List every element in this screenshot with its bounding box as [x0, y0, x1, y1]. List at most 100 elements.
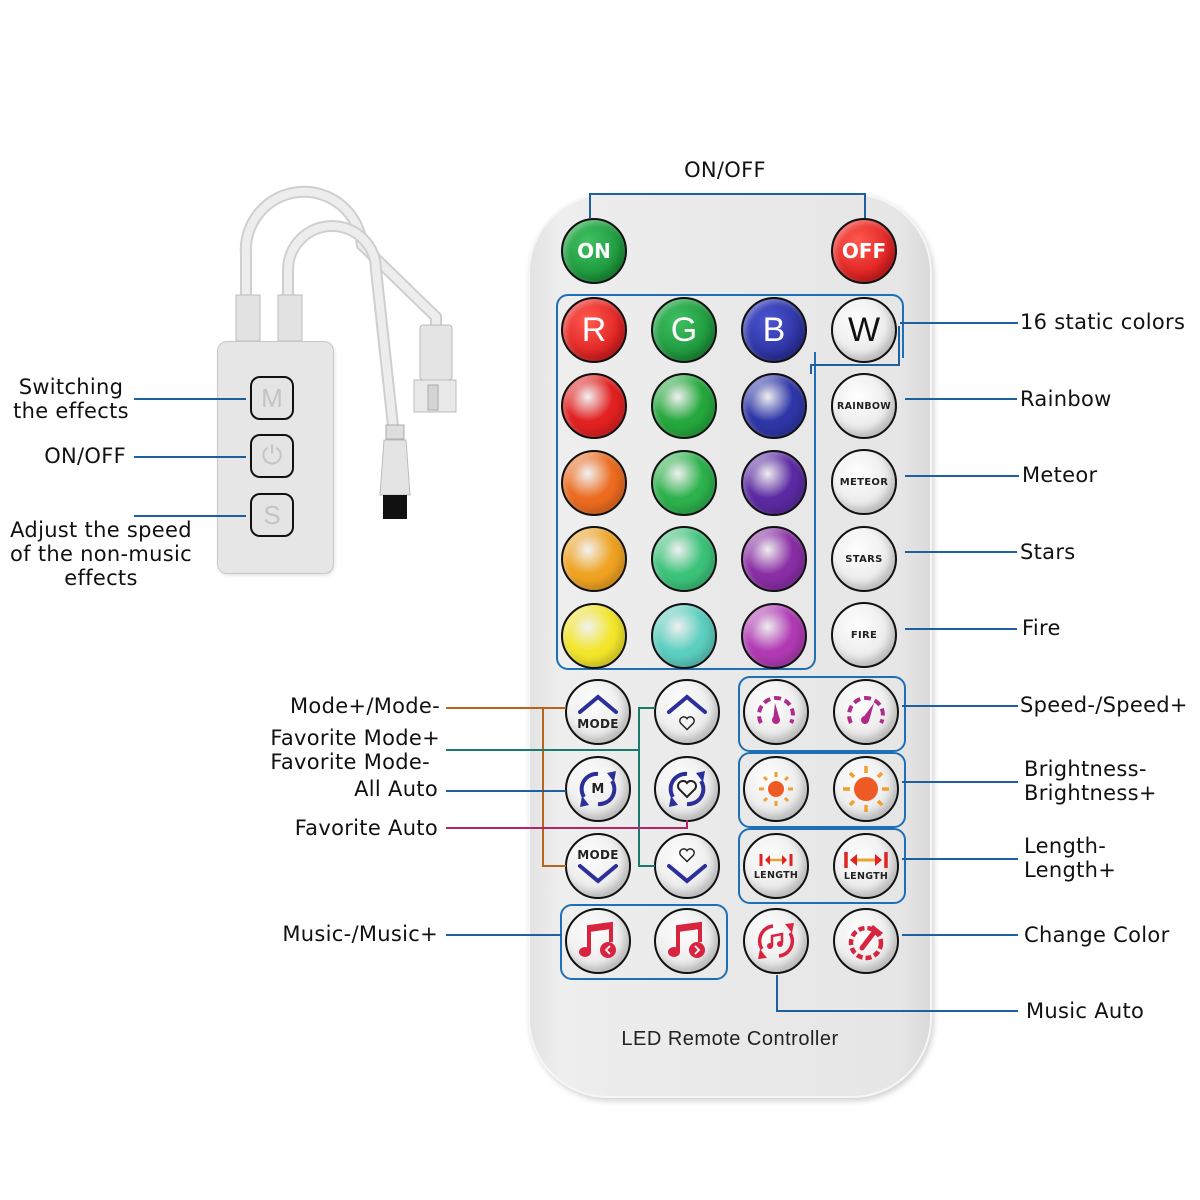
callout-line-all-auto [446, 790, 566, 792]
callout-line-controller-speed [134, 515, 246, 517]
controller-mode-button[interactable]: M [250, 376, 294, 420]
callout-line-length [902, 858, 1018, 860]
white-button[interactable]: W [831, 297, 897, 363]
color-button[interactable] [741, 449, 807, 516]
rainbow-button[interactable]: RAINBOW [831, 373, 897, 439]
label-brightness-plus: Brightness+ [1024, 781, 1157, 805]
cycle-arrows-icon [579, 771, 617, 807]
callout-line-onoff [864, 193, 866, 218]
callout-line-controller-onoff [134, 456, 246, 458]
speed-group [738, 676, 906, 752]
blue-button[interactable]: B [741, 297, 807, 363]
label-speed-line3: effects [64, 566, 138, 590]
length-group [738, 828, 906, 904]
color-button[interactable] [561, 602, 627, 669]
music-note-plus-icon [668, 921, 705, 958]
brightness-plus-button[interactable] [833, 756, 899, 822]
color-button[interactable] [741, 526, 807, 592]
favorite-mode-up-button[interactable] [654, 679, 720, 745]
change-color-button[interactable] [833, 908, 899, 974]
music-group [560, 904, 728, 980]
chevron-up-icon [667, 694, 707, 714]
off-button[interactable]: OFF [831, 218, 897, 284]
connector-boot [235, 294, 261, 342]
label-mode: Mode+/Mode- [290, 694, 440, 718]
label-switching-line1: Switching [18, 375, 124, 399]
music-auto-button[interactable] [743, 908, 809, 974]
static-colors-group [556, 294, 904, 358]
color-button[interactable] [741, 602, 807, 669]
callout-line-meteor [905, 475, 1019, 477]
label-stars: Stars [1020, 540, 1076, 564]
length-arrows-icon [844, 852, 888, 868]
speed-plus-button[interactable] [833, 679, 899, 745]
callout-line-music-auto [776, 975, 778, 1011]
color-grid-group [556, 352, 816, 670]
callout-line-brightness [902, 781, 1018, 783]
color-button[interactable] [651, 373, 717, 439]
length-arrows-icon [759, 853, 793, 866]
mode-up-button[interactable]: MODE [565, 679, 631, 745]
chevron-down-icon [578, 863, 618, 884]
group-connector [810, 364, 812, 374]
label-speed-line1: Adjust the speed [10, 518, 192, 542]
music-plus-button[interactable] [654, 908, 720, 974]
color-button[interactable] [561, 449, 627, 516]
favorite-auto-button[interactable] [654, 756, 720, 822]
label-switching-line2: the effects [13, 399, 129, 423]
stars-button[interactable]: STARS [831, 526, 897, 592]
length-minus-button[interactable]: LENGTH [743, 833, 809, 899]
on-button[interactable]: ON [561, 218, 627, 284]
controller-speed-button[interactable]: S [250, 493, 294, 537]
all-auto-button[interactable]: M [565, 756, 631, 822]
remote-title: LED Remote Controller [621, 1028, 839, 1050]
onoff-callout-label: ON/OFF [684, 158, 766, 182]
speedometer-slow-icon [757, 696, 795, 724]
label-speed: Speed-/Speed+ [1020, 693, 1188, 717]
favorite-mode-down-button[interactable] [654, 833, 720, 899]
label-static-colors: 16 static colors [1020, 310, 1186, 334]
label-change-color: Change Color [1024, 923, 1170, 947]
controller-power-button[interactable]: ⏻ [250, 434, 294, 478]
label-music: Music-/Music+ [282, 922, 438, 946]
callout-line-favorite [638, 707, 655, 709]
callout-line-mode [446, 707, 566, 709]
color-button[interactable] [651, 526, 717, 592]
callout-line-favorite [638, 707, 640, 867]
color-button[interactable] [651, 602, 717, 669]
mode-down-button[interactable]: MODE [565, 833, 631, 899]
color-picker-icon [848, 925, 884, 961]
sun-small-icon [759, 772, 793, 806]
speed-icon: S [263, 499, 281, 530]
fire-button[interactable]: FIRE [831, 602, 897, 668]
label-brightness-minus: Brightness- [1024, 757, 1147, 781]
green-button[interactable]: G [651, 297, 717, 363]
power-icon: ⏻ [261, 440, 283, 470]
color-button[interactable] [561, 526, 627, 592]
callout-line-mode [542, 865, 566, 867]
chevron-up-icon [578, 694, 618, 714]
label-favorite-auto: Favorite Auto [294, 816, 438, 840]
callout-line-static-colors [900, 322, 1018, 324]
callout-line-mode [542, 707, 544, 867]
music-minus-button[interactable] [565, 908, 631, 974]
heart-icon [679, 716, 695, 731]
color-button[interactable] [561, 373, 627, 439]
callout-line-onoff [589, 193, 591, 218]
speed-minus-button[interactable] [743, 679, 809, 745]
meteor-button[interactable]: METEOR [831, 449, 897, 515]
length-plus-button[interactable]: LENGTH [833, 833, 899, 899]
brightness-minus-button[interactable] [743, 756, 809, 822]
brightness-group [738, 752, 906, 828]
red-button[interactable]: R [561, 297, 627, 363]
label-favorite-mode-plus: Favorite Mode+ [270, 726, 440, 750]
callout-line-change-color [902, 934, 1018, 936]
speedometer-fast-icon [847, 696, 885, 724]
mode-icon: M [261, 382, 283, 413]
callout-line-music [446, 934, 562, 936]
cycle-heart-icon [668, 771, 706, 807]
label-length-minus: Length- [1024, 834, 1107, 858]
color-button[interactable] [741, 373, 807, 439]
color-button[interactable] [651, 449, 717, 516]
sun-large-icon [843, 766, 889, 812]
